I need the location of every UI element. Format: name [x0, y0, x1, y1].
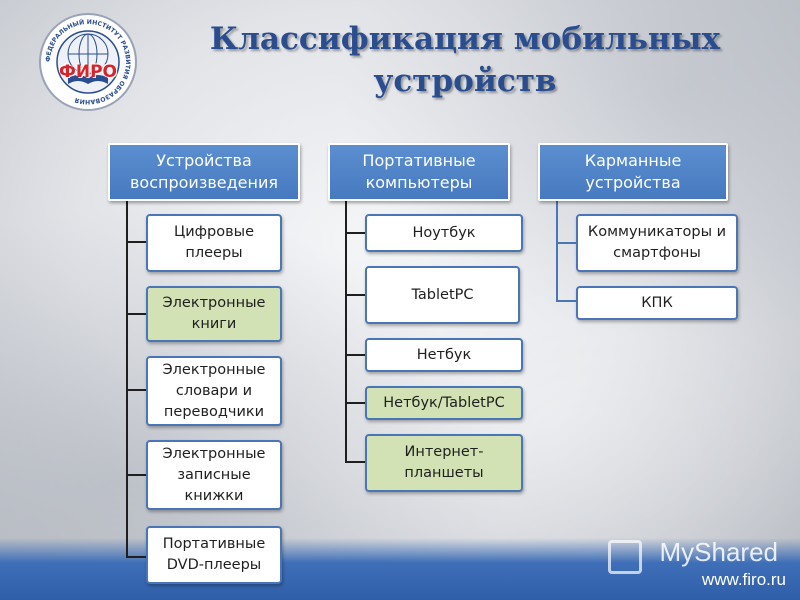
- item-e-dictionaries: Электронные словари и переводчики: [146, 356, 282, 426]
- item-digital-players: Цифровые плееры: [146, 214, 282, 272]
- item-communicators-smartphones: Коммуникаторы и смартфоны: [576, 214, 738, 272]
- connector-col2-trunk: [345, 200, 347, 462]
- item-tabletpc: TabletPC: [365, 266, 520, 324]
- item-internet-tablets: Интернет-планшеты: [365, 434, 523, 492]
- connector-col1-2: [126, 313, 146, 315]
- site-url: www.firo.ru: [701, 570, 786, 589]
- connector-col2-2: [345, 294, 365, 296]
- connector-col2-4: [345, 402, 365, 404]
- header-playback-devices: Устройства воспроизведения: [108, 143, 300, 201]
- connector-col2-3: [345, 354, 365, 356]
- footer-bar: [0, 538, 800, 600]
- connector-col1-3: [126, 389, 146, 391]
- item-e-notebooks: Электронные записные книжки: [146, 440, 282, 510]
- connector-col2-1: [345, 232, 365, 234]
- connector-col2-5: [345, 461, 365, 463]
- firo-logo: ФЕДЕРАЛЬНЫЙ ИНСТИТУТ РАЗВИТИЯ ОБРАЗОВАНИ…: [38, 12, 138, 112]
- header-portable-computers: Портативные компьютеры: [328, 143, 510, 201]
- firo-emblem-icon: ФЕДЕРАЛЬНЫЙ ИНСТИТУТ РАЗВИТИЯ ОБРАЗОВАНИ…: [39, 13, 137, 111]
- connector-col1-4: [126, 474, 146, 476]
- item-netbook: Нетбук: [365, 338, 523, 372]
- item-laptop: Ноутбук: [365, 214, 523, 252]
- title-line-1: Классификация мобильных: [209, 21, 721, 57]
- connector-col1-trunk: [126, 200, 128, 558]
- connector-col3-2: [556, 300, 576, 302]
- myshared-icon: [608, 540, 642, 574]
- connector-col1-1: [126, 241, 146, 243]
- myshared-watermark: MyShared: [659, 537, 779, 567]
- connector-col3-trunk: [556, 200, 558, 302]
- logo-text: ФИРО: [59, 62, 117, 82]
- connector-col3-1: [556, 242, 576, 244]
- item-pda: КПК: [576, 286, 738, 320]
- page-title: Классификация мобильных устройств: [180, 18, 750, 102]
- item-e-books: Электронные книги: [146, 286, 282, 342]
- title-line-2: устройств: [373, 63, 557, 99]
- item-netbook-tabletpc: Нетбук/TabletPC: [365, 386, 523, 420]
- header-pocket-devices: Карманные устройства: [538, 143, 728, 201]
- item-portable-dvd: Портативные DVD-плееры: [146, 526, 282, 584]
- connector-col1-5: [126, 556, 146, 558]
